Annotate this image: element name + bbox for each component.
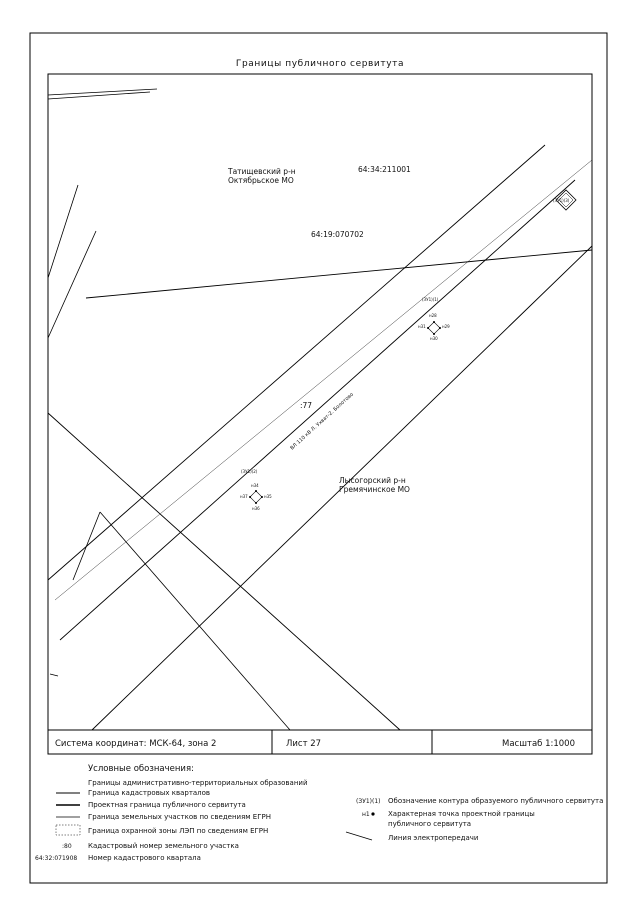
municipality-north-label: Октябрьское МО	[228, 176, 294, 185]
point-marker	[249, 496, 251, 498]
footer-frame	[47, 729, 593, 755]
contour-label: (ЗУ1)(2)	[241, 469, 258, 474]
legend-parcel-sample: :80	[62, 843, 72, 850]
quarter-number-label: 64:34:211001	[358, 165, 411, 174]
point-marker	[255, 502, 257, 504]
legend-powerline-desc: Линия электропередачи	[388, 834, 478, 842]
point-marker	[255, 490, 257, 492]
sheet-number-label: Лист 27	[286, 739, 321, 749]
point-label: н35	[264, 494, 272, 499]
legend-parcel-number: Кадастровый номер земельного участка	[88, 842, 239, 850]
parcel-boundary-line	[47, 184, 79, 279]
contour-label: (ЗУ1)(3)	[553, 198, 570, 203]
legend-land-plot-boundary: Граница земельных участков по сведениям …	[88, 813, 271, 821]
contour-polygon	[249, 490, 263, 504]
quarter-boundary-line	[85, 249, 593, 299]
point-label: н34	[251, 483, 259, 488]
parcel-number-label: :77	[300, 401, 312, 410]
parcel-boundary-line	[49, 673, 59, 677]
parcel-boundary-line	[72, 511, 101, 581]
point-marker	[433, 321, 435, 323]
footer-table: Система координат: МСК-64, зона 2 Лист 2…	[47, 729, 593, 755]
admin-boundary-line	[47, 412, 401, 731]
contour-polygon	[555, 189, 577, 211]
point-label: н31	[418, 324, 426, 329]
contour-polygon-inner	[558, 192, 574, 208]
powerline-protection-zone-line	[47, 144, 546, 581]
point-label: н29	[442, 324, 450, 329]
legend-point-desc-2: публичного сервитута	[388, 820, 471, 828]
point-label: н30	[430, 336, 438, 341]
servitude-contour-lower: (ЗУ1)(2) н34 н35 н36 н37	[240, 469, 272, 511]
legend-heading: Условные обозначения:	[88, 764, 194, 774]
powerline-protection-zone-line	[91, 245, 593, 731]
powerline-protection-zone-line	[59, 179, 576, 641]
legend-protection-zone: Граница охранной зоны ЛЭП по сведениям Е…	[88, 827, 268, 835]
legend-contour-desc: Обозначение контура образуемого публично…	[388, 797, 603, 805]
legend-protection-zone-sample	[55, 824, 81, 836]
point-label: н37	[240, 494, 248, 499]
district-north-label: Татищевский р-н	[227, 167, 296, 176]
quarter-boundary-line	[47, 91, 151, 100]
legend-point-desc-1: Характерная точка проектной границы	[388, 810, 535, 818]
point-marker	[433, 333, 435, 335]
legend-quarter-sample: 64:32:071908	[35, 855, 77, 862]
servitude-contour-upper: (ЗУ1)(1) н28 н29 н30 н31	[418, 297, 450, 341]
sheet-frame	[29, 32, 608, 884]
coordinate-system-label: Система координат: МСК-64, зона 2	[55, 739, 216, 749]
quarter-number-label: 64:19:070702	[311, 230, 364, 239]
district-south-label: Лысогорский р-н	[339, 476, 406, 485]
map-lines	[47, 88, 593, 731]
legend-quarter-number: Номер кадастрового квартала	[88, 854, 201, 862]
servitude-contour-right: (ЗУ1)(3)	[553, 189, 577, 211]
map-frame	[47, 73, 593, 731]
powerline-axis-line	[54, 159, 593, 601]
contour-label: (ЗУ1)(1)	[422, 297, 439, 302]
legend-point-sample: н1	[362, 811, 370, 818]
scale-label: Масштаб 1:1000	[502, 739, 575, 749]
map-title: Границы публичного сервитута	[236, 59, 404, 69]
legend-point-marker	[371, 812, 375, 816]
point-label: н28	[429, 313, 437, 318]
parcel-boundary-line	[99, 511, 291, 731]
legend-quarter-boundary: Граница кадастровых кварталов	[88, 789, 210, 797]
legend-powerline-sample	[345, 831, 373, 841]
point-marker	[261, 496, 263, 498]
legend-contour-sample: (ЗУ1)(1)	[356, 798, 381, 805]
municipality-south-label: Гремячинское МО	[339, 485, 410, 494]
point-marker	[427, 327, 429, 329]
point-label: н36	[252, 506, 260, 511]
point-marker	[439, 327, 441, 329]
legend-servitude-boundary: Проектная граница публичного сервитута	[88, 801, 246, 809]
parcel-boundary-line	[47, 230, 97, 339]
legend-admin-boundary: Границы административно-территориальных …	[88, 779, 308, 787]
contour-polygon	[427, 321, 441, 335]
legend: Условные обозначения: Границы администра…	[35, 764, 603, 862]
quarter-boundary-line	[47, 88, 158, 96]
